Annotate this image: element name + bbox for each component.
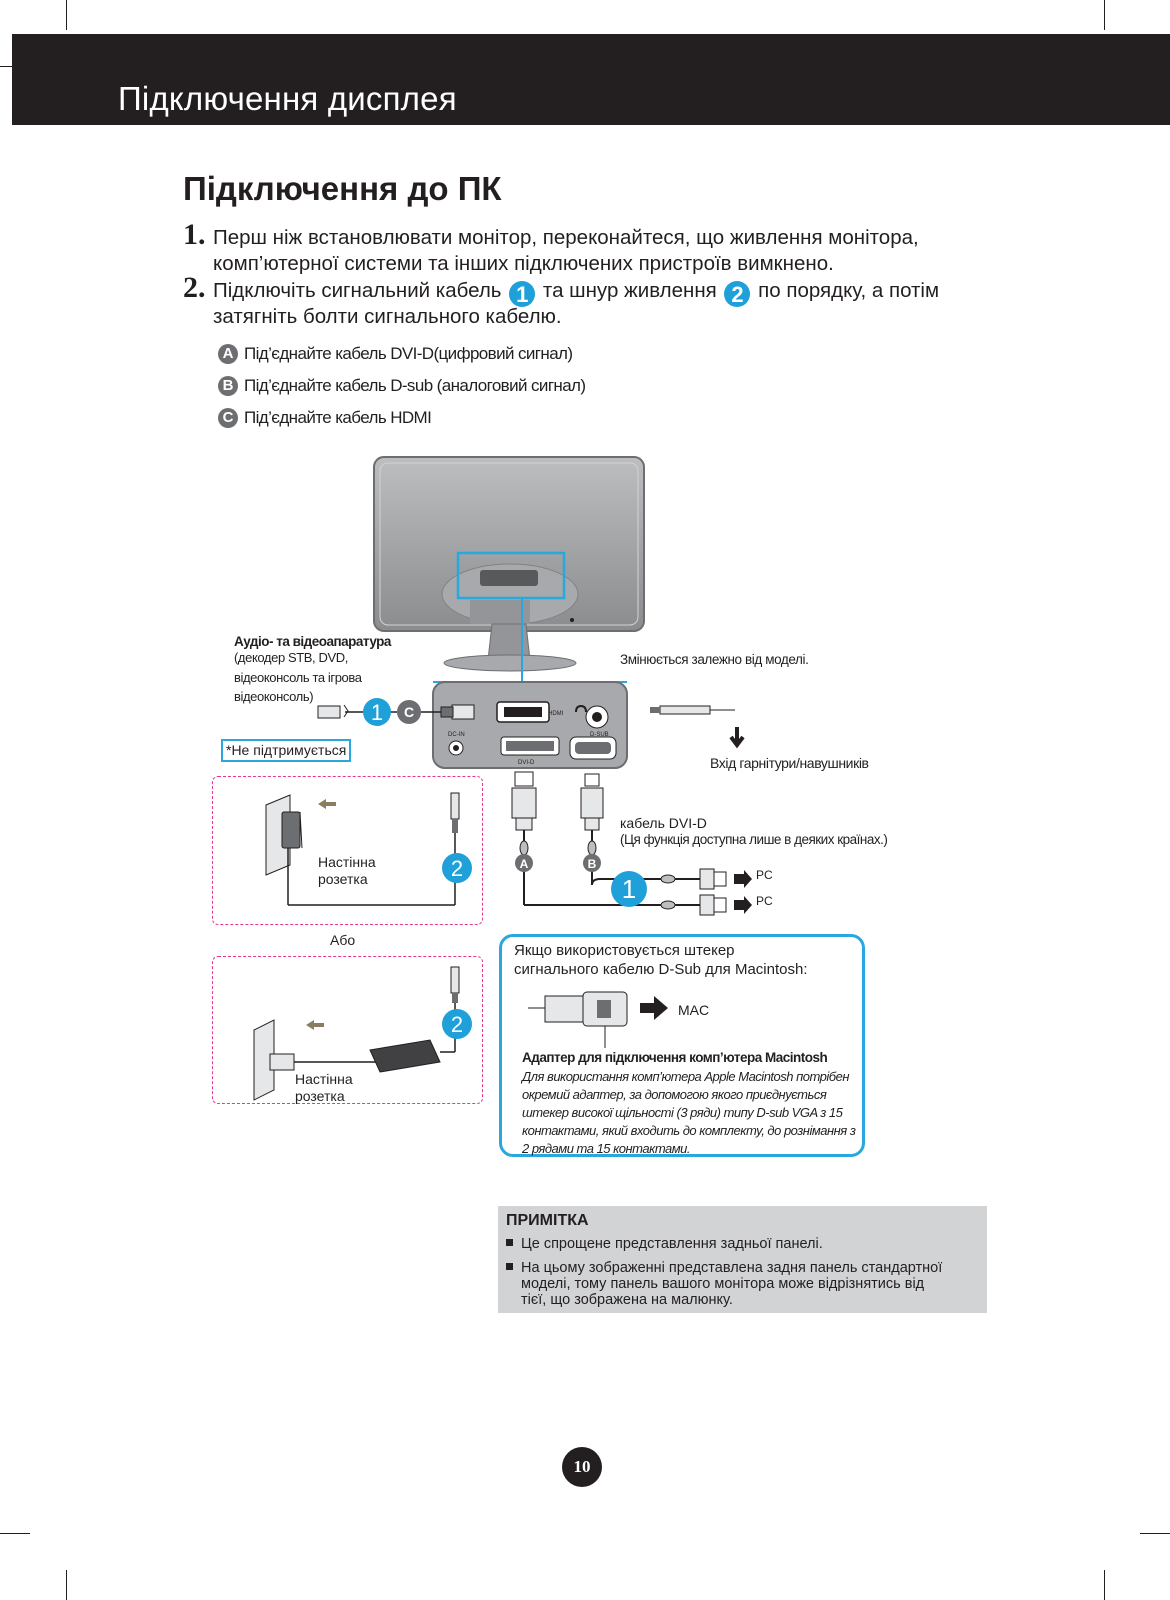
dvi-cable-note: (Ця функція доступна лише в деяких країн…: [620, 832, 888, 847]
av-equipment-sub-2: відеоконсоль та ігрова: [234, 670, 362, 685]
wall-outlet-2-line-2: розетка: [295, 1088, 345, 1104]
option-a-text: Під’єднайте кабель DVI-D(цифровий сигнал…: [244, 344, 573, 363]
headphone-input-label: Вхід гарнітури/навушників: [710, 755, 869, 771]
step-2-number: 2.: [183, 271, 206, 304]
av-equipment-sub-3: відеоконсоль): [234, 689, 314, 704]
monitor-back-illustration: [373, 456, 645, 672]
svg-text:DC-IN: DC-IN: [448, 732, 465, 738]
note-item-2-cont-2: тієї, що зображена на малюнку.: [521, 1292, 733, 1308]
badge-1-hdmi-text: 1: [371, 700, 383, 725]
port-hdmi-label: HDMI: [548, 711, 564, 717]
power-option-2-box: [212, 956, 483, 1104]
mac-adapter-title: Адаптер для підключення комп’ютера Macin…: [522, 1050, 828, 1065]
svg-text:1: 1: [622, 874, 636, 904]
mac-adapter-illustration: [528, 991, 668, 1048]
badge-c: [397, 700, 421, 724]
wall-outlet-2-line-1: Настінна: [295, 1071, 353, 1087]
mac-desc-5: 2 рядами та 15 контактами.: [522, 1141, 691, 1156]
mac-info-box: [499, 934, 865, 1157]
option-b-badge: B: [218, 376, 238, 396]
option-b: B Під’єднайте кабель D-sub (аналоговий си…: [218, 376, 586, 396]
rear-panel: HDMI D-SUB DC-IN DVI-D: [432, 681, 628, 769]
note-box: [498, 1206, 987, 1313]
pc-label-2: PC: [756, 894, 773, 908]
note-item-1: Це спрощене представлення задньої панелі…: [506, 1236, 823, 1252]
pc-label-1: PC: [756, 868, 773, 882]
wall-outlet-1: 2: [265, 792, 472, 906]
svg-text:B: B: [588, 857, 597, 871]
connection-diagram: HDMI D-SUB DC-IN DVI-D 1 C: [253, 456, 752, 1101]
note-item-1-text: Це спрощене представлення задньої панелі…: [521, 1236, 823, 1252]
mac-desc-2: окремий адаптер, за допомогою якого приє…: [522, 1087, 827, 1102]
mac-desc-3: штекер високої щільності (3 ряди) типу D…: [522, 1105, 843, 1120]
step-2-line-1: Підключіть сигнальний кабель 1 та шнур ж…: [213, 278, 939, 307]
not-supported-label: *Не підтримується: [221, 739, 352, 762]
or-label: Або: [330, 932, 356, 948]
signal-cable-badge: 1: [509, 281, 536, 307]
option-c: C Під’єднайте кабель HDMI: [218, 408, 432, 428]
mac-desc-1: Для використання комп’ютера Apple Macint…: [522, 1069, 850, 1084]
step-1-line-1: Перш ніж встановлювати монітор, перекона…: [213, 226, 919, 249]
svg-text:D-SUB: D-SUB: [590, 732, 609, 738]
wall-outlet-2: 2: [253, 966, 472, 1101]
mac-line-1: Якщо використовується штекер: [514, 942, 735, 959]
power-option-1-box: [212, 776, 483, 925]
mac-desc-4: контактами, який входить до комплекту, д…: [522, 1123, 856, 1138]
step-2-text-b: та шнур живлення: [542, 279, 717, 302]
svg-text:2: 2: [451, 1012, 463, 1037]
note-item-2: На цьому зображенні представлена задня п…: [506, 1260, 942, 1276]
step-2-text-c: по порядку, а потім: [758, 279, 940, 302]
hdmi-cable: [317, 704, 475, 720]
section-title: Підключення до ПК: [183, 170, 502, 207]
option-c-badge: C: [218, 408, 238, 428]
mac-label: MAC: [678, 1002, 710, 1018]
note-title: ПРИМІТКА: [506, 1212, 589, 1229]
header-bar: [12, 34, 1170, 125]
svg-text:A: A: [520, 857, 529, 871]
wall-outlet-1-line-2: розетка: [318, 871, 368, 887]
av-equipment-title: Аудіо- та відеоапаратура: [234, 634, 391, 649]
mac-line-2: сигнального кабелю D-Sub для Macintosh:: [514, 961, 808, 978]
option-a: A Під’єднайте кабель DVI-D(цифровий сигна…: [218, 344, 573, 364]
varies-by-model: Змінюється залежно від моделі.: [620, 652, 809, 667]
power-cord-badge: 2: [724, 281, 751, 307]
option-c-text: Під’єднайте кабель HDMI: [244, 408, 432, 427]
av-equipment-sub-1: (декодер STB, DVD,: [234, 650, 348, 665]
step-2-text-a: Підключіть сигнальний кабель: [213, 279, 502, 302]
dvi-dsub-cables: A B 1: [511, 771, 752, 916]
page-number: 10: [562, 1447, 602, 1487]
dvi-cable-label: кабель DVI-D: [620, 815, 707, 831]
step-2-line-2: затягніть болти сигнального кабелю.: [213, 305, 562, 328]
headphone-plug: [650, 705, 745, 749]
note-item-2-text: На цьому зображенні представлена задня п…: [521, 1260, 943, 1276]
svg-text:DVI-D: DVI-D: [518, 760, 535, 766]
option-b-text: Під’єднайте кабель D-sub (аналоговий сиг…: [244, 376, 586, 395]
svg-text:2: 2: [451, 856, 463, 881]
step-1-line-2: комп’ютерної системи та інших підключени…: [213, 252, 834, 275]
wall-outlet-1-line-1: Настінна: [318, 854, 376, 870]
note-item-2-cont-1: моделі, тому панель вашого монітора може…: [521, 1276, 925, 1292]
badge-1-hdmi: [363, 698, 391, 726]
header-title: Підключення дисплея: [118, 80, 457, 117]
svg-text:C: C: [404, 704, 414, 720]
step-1-number: 1.: [183, 218, 206, 251]
option-a-badge: A: [218, 344, 238, 364]
